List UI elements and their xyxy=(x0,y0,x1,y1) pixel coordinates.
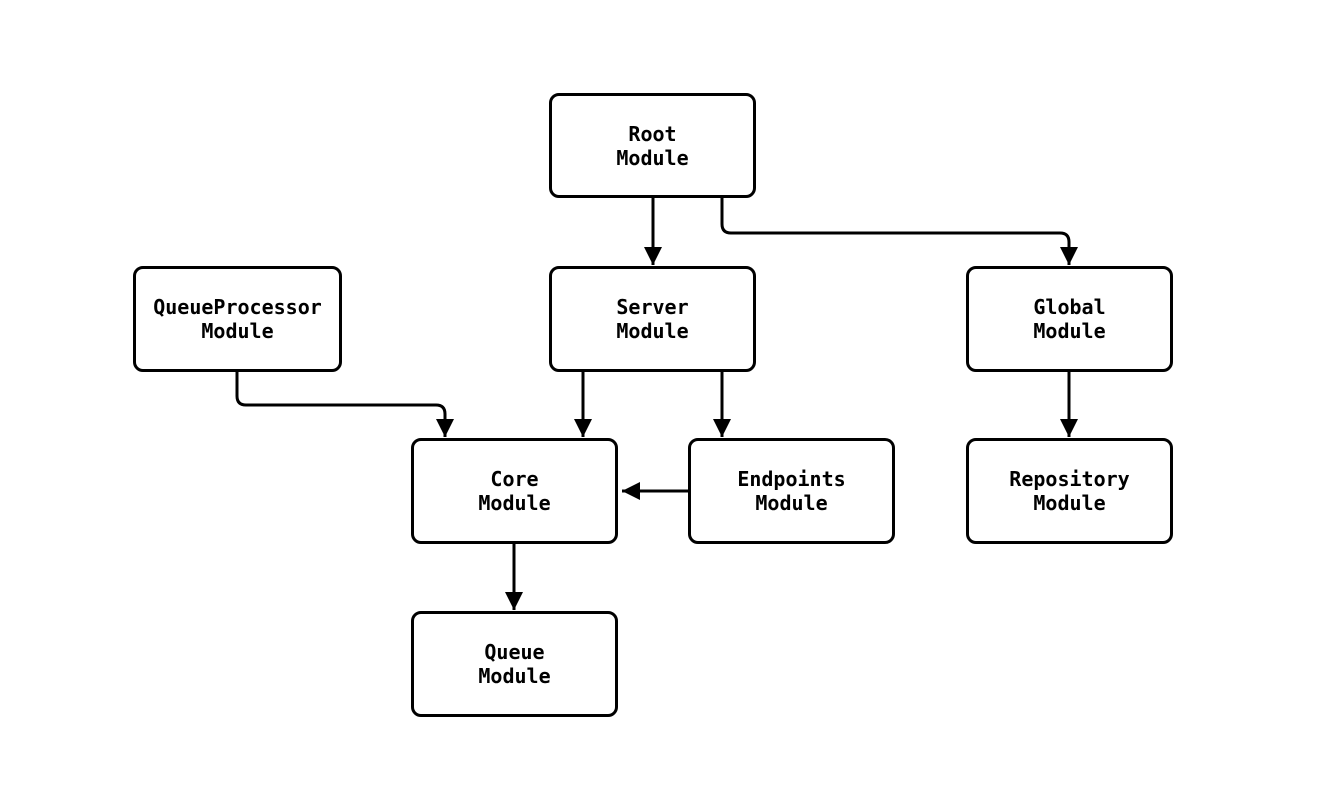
node-repository-module: Repository Module xyxy=(966,438,1173,544)
edge-queueprocessor-to-core xyxy=(235,372,454,437)
node-global-module-label: Global Module xyxy=(1033,295,1106,343)
node-queue-module: Queue Module xyxy=(411,611,618,717)
node-root-module-label: Root Module xyxy=(616,121,689,170)
node-queueprocessor-module: QueueProcessor Module xyxy=(133,266,342,372)
node-endpoints-module: Endpoints Module xyxy=(688,438,895,544)
node-core-module: Core Module xyxy=(411,438,618,544)
node-global-module: Global Module xyxy=(966,266,1173,372)
node-repository-module-label: Repository Module xyxy=(1009,467,1130,515)
node-server-module: Server Module xyxy=(549,266,756,372)
edge-root-to-global xyxy=(720,198,1078,265)
node-server-module-label: Server Module xyxy=(616,295,689,343)
node-core-module-label: Core Module xyxy=(478,467,551,515)
node-root-module: Root Module xyxy=(549,93,756,198)
node-queue-module-label: Queue Module xyxy=(478,640,551,688)
node-endpoints-module-label: Endpoints Module xyxy=(737,467,846,515)
node-queueprocessor-module-label: QueueProcessor Module xyxy=(153,295,322,343)
